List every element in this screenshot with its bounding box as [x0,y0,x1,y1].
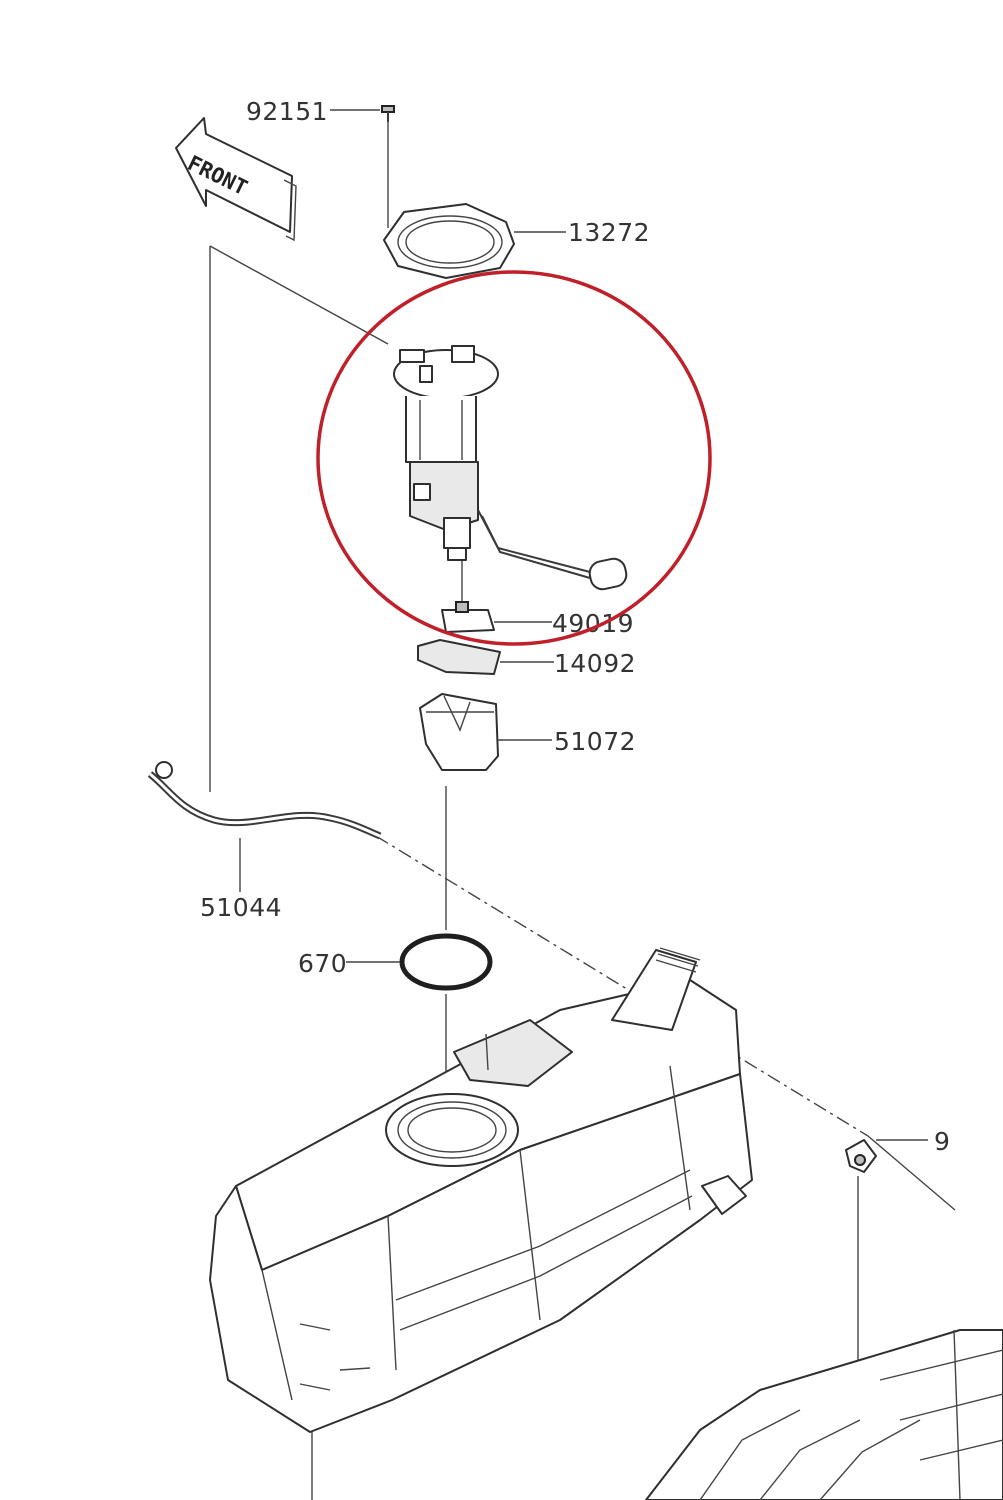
gasket-13272[interactable]: 13272 [383,203,650,279]
part-label-92151: 92151 [246,97,328,126]
screw-92151[interactable]: 92151 [246,97,395,126]
cover-14092[interactable]: 14092 [417,639,636,678]
part-label-9: 9 [934,1127,950,1156]
part-label-13272: 13272 [568,218,650,247]
hose-51044[interactable]: 51044 [147,761,382,922]
part-label-670: 670 [298,949,347,978]
highlight-circle [316,270,712,646]
clip-9[interactable]: 9 [845,1127,950,1173]
part-label-51044: 51044 [200,893,282,922]
fuel-pump-assembly[interactable] [393,345,629,591]
bowl-51072[interactable]: 51072 [419,693,636,771]
o-ring-670[interactable]: 670 [298,933,493,991]
frame-section [645,1329,1003,1500]
fuel-tank[interactable] [209,947,753,1433]
front-arrow: FRONT [175,117,297,242]
part-label-14092: 14092 [554,649,636,678]
part-label-51072: 51072 [554,727,636,756]
strainer-49019[interactable]: 49019 [441,601,634,638]
